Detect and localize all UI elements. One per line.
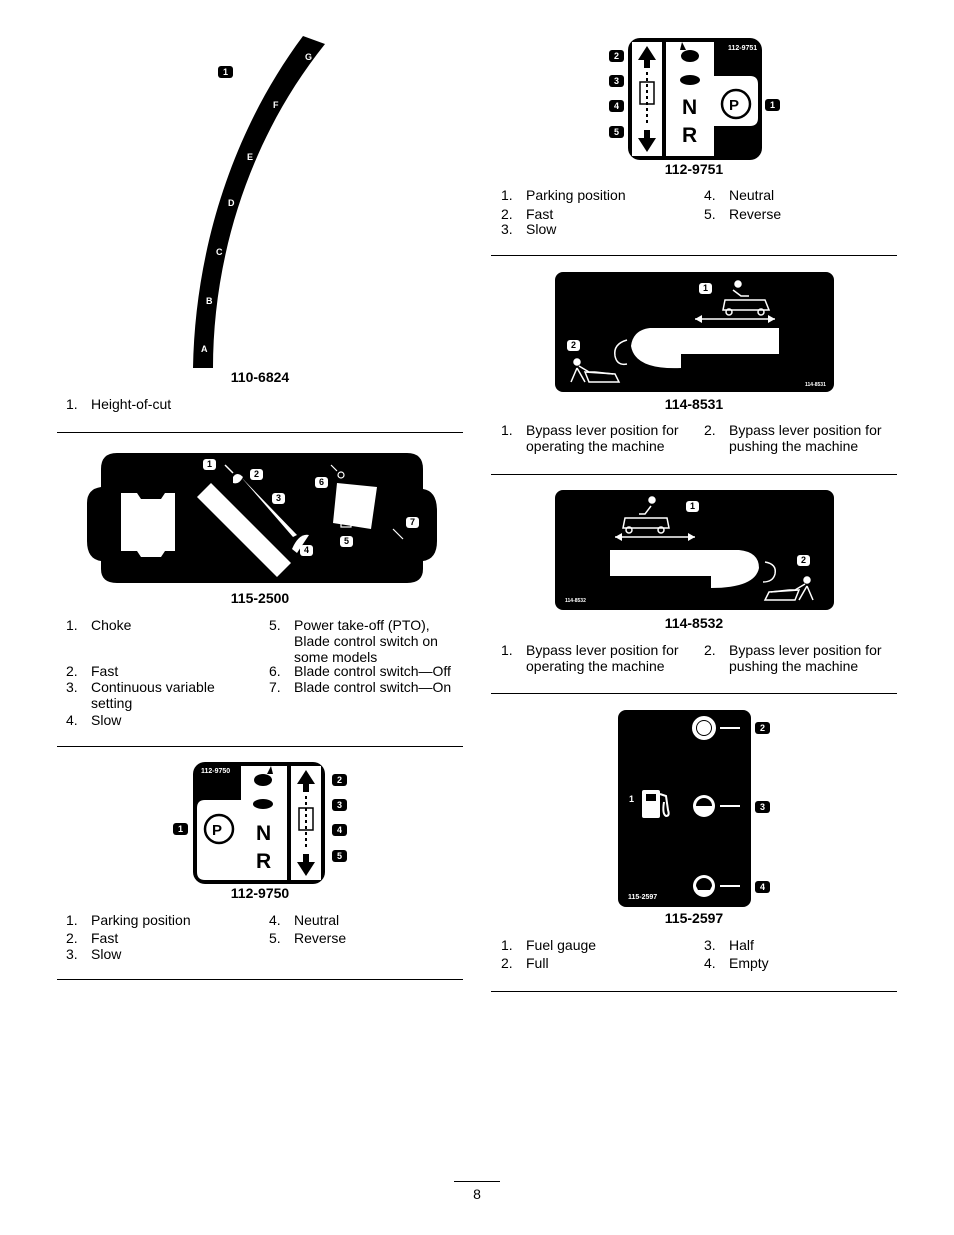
control-panel-decal (87, 453, 437, 583)
pushing-mower-icon (763, 576, 814, 601)
cut-letter-a: A (201, 344, 208, 354)
fuel-pump-icon (642, 790, 670, 818)
parking-icon (720, 88, 752, 120)
cut-letter-c: C (216, 247, 223, 257)
callout-4: 4 (332, 824, 347, 836)
mower-icon (298, 807, 314, 831)
reverse-r-label: R (256, 850, 271, 873)
pushing-mower-icon (570, 358, 621, 383)
callout-2: 2 (250, 469, 263, 480)
arrow-up-icon (638, 46, 656, 68)
decal-code-112-9750: 112-9750 (230, 885, 290, 901)
decal-code-115-2597: 115-2597 (664, 910, 724, 926)
callout-3: 3 (755, 801, 770, 813)
divider (491, 474, 897, 475)
height-of-cut-decal: G F E D C B A (193, 36, 325, 368)
mower-icon (639, 81, 655, 105)
fuel-gauge-decal: 115-2597 (618, 710, 751, 907)
callout-4: 4 (300, 545, 313, 556)
callout-7: 7 (406, 517, 419, 528)
divider (57, 979, 463, 980)
cut-letter-e: E (247, 152, 253, 162)
divider (57, 432, 463, 433)
callout-1: 1 (699, 283, 712, 294)
neutral-n-label: N (682, 96, 697, 119)
svg-text:P: P (729, 97, 739, 114)
rider-mower-icon (722, 280, 771, 316)
decal-code-114-8531: 114-8531 (664, 396, 724, 412)
page-number-rule (454, 1181, 500, 1182)
callout-5: 5 (609, 126, 624, 138)
callout-5: 5 (340, 536, 353, 547)
callout-3: 3 (272, 493, 285, 504)
callout-6: 6 (315, 477, 328, 488)
callout-4: 4 (755, 881, 770, 893)
callout-2: 2 (332, 774, 347, 786)
decal-stamp: 112-9750 (201, 768, 230, 775)
callout-1: 1 (218, 66, 233, 78)
callout-5: 5 (332, 850, 347, 862)
callout-3: 3 (332, 799, 347, 811)
divider (491, 693, 897, 694)
arrow-up-icon (297, 770, 315, 792)
cut-letter-f: F (273, 100, 279, 110)
callout-1: 1 (624, 793, 639, 805)
bypass-lever-decal-8531: 114-8531 (555, 272, 834, 392)
cut-letter-d: D (228, 198, 235, 208)
rabbit-icon (254, 774, 272, 786)
divider (491, 255, 897, 256)
arrow-down-icon (638, 130, 656, 152)
decal-code-110-6824: 110-6824 (230, 369, 290, 385)
callout-2: 2 (609, 50, 624, 62)
turtle-icon (253, 799, 273, 809)
page-number: 8 (473, 1186, 481, 1202)
svg-text:P: P (212, 822, 222, 839)
divider (491, 991, 897, 992)
decal-stamp: 115-2597 (628, 894, 657, 901)
decal-code-112-9751: 112-9751 (664, 161, 724, 177)
callout-1: 1 (765, 99, 780, 111)
decal-stamp: 114-8531 (805, 382, 826, 388)
neutral-n-label: N (256, 822, 271, 845)
callout-1: 1 (173, 823, 188, 835)
speed-control-decal-9751: 112-9751 N R P (628, 38, 762, 160)
callout-2: 2 (567, 340, 580, 351)
callout-3: 3 (609, 75, 624, 87)
reverse-r-label: R (682, 124, 697, 147)
rider-mower-icon (622, 496, 670, 534)
callout-2: 2 (797, 555, 810, 566)
decal-code-114-8532: 114-8532 (664, 615, 724, 631)
callout-1: 1 (203, 459, 216, 470)
callout-2: 2 (755, 722, 770, 734)
callout-4: 4 (609, 100, 624, 112)
turtle-icon (680, 75, 700, 85)
callout-1: 1 (686, 501, 699, 512)
bypass-lever-decal-8532: 114-8532 (555, 490, 834, 610)
divider (57, 746, 463, 747)
speed-control-decal-9750: 112-9750 N R P (193, 762, 325, 884)
decal-stamp: 112-9751 (728, 45, 757, 52)
parking-icon (203, 813, 235, 845)
cut-letter-g: G (305, 52, 312, 62)
decal-code-115-2500: 115-2500 (230, 590, 290, 606)
cut-letter-b: B (206, 296, 213, 306)
arrow-down-icon (297, 854, 315, 876)
rabbit-icon (681, 50, 699, 62)
decal-stamp: 114-8532 (565, 598, 586, 604)
